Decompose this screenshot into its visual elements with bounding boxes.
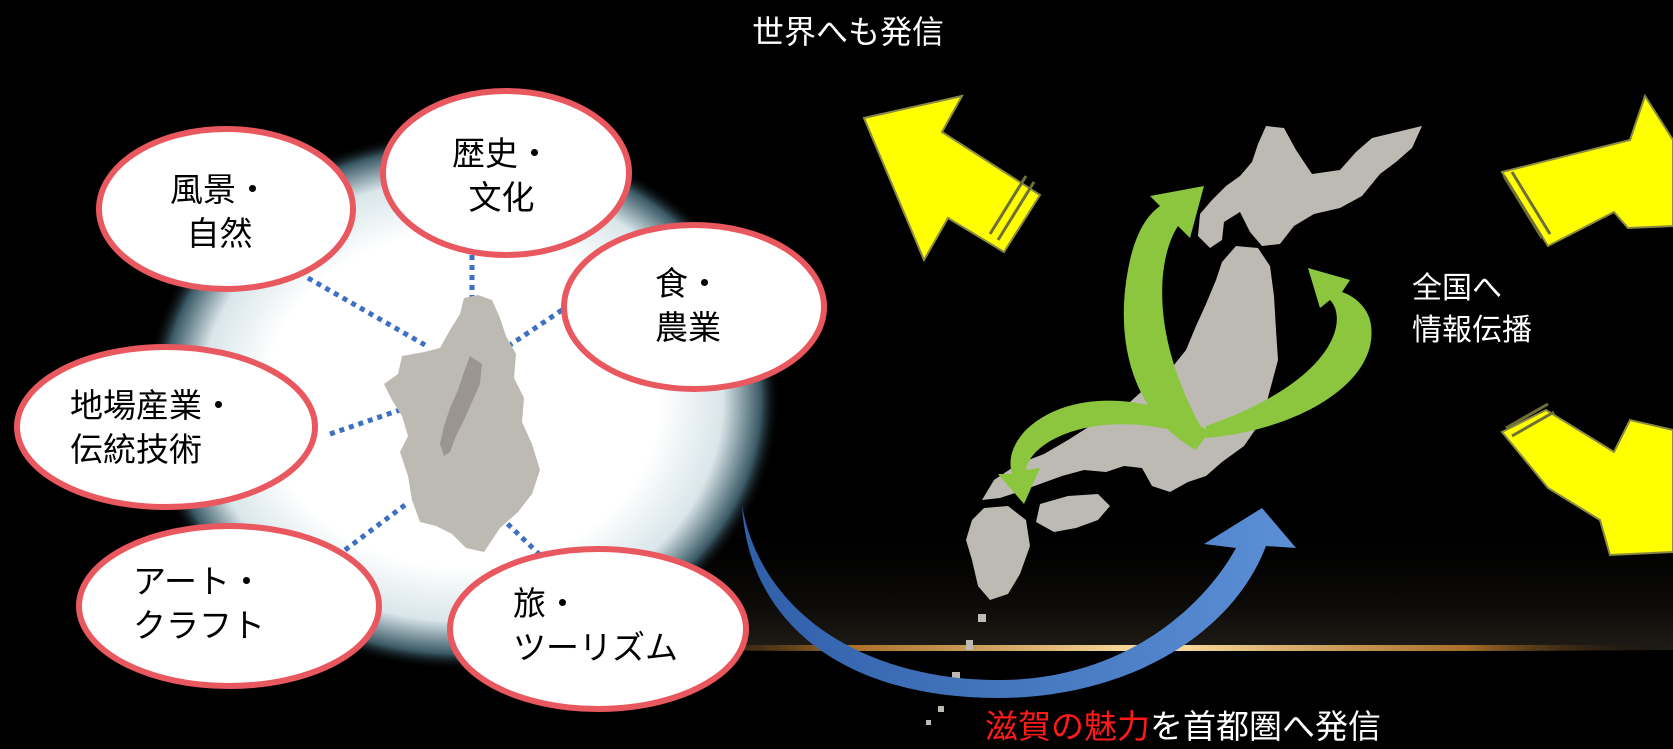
green-arrow-northeast <box>1206 268 1372 438</box>
green-arrow-west <box>998 400 1212 504</box>
theme-jiba-line2: 伝統技術 <box>70 430 202 469</box>
hokkaido <box>1198 126 1422 248</box>
caption-rest: を首都圏へ発信 <box>1150 707 1381 746</box>
island-2 <box>966 640 973 650</box>
yellow-arrow-stripes <box>988 171 1555 438</box>
theme-jiba-line1: 地場産業・ <box>70 386 235 425</box>
blue-arrow-to-capital <box>742 505 1296 698</box>
theme-ellipses <box>14 88 827 712</box>
caption-capital: 滋賀の魅力を首都圏へ発信 <box>985 707 1381 747</box>
theme-fukei: 風景・ 自然 <box>170 168 269 256</box>
caption-highlight: 滋賀の魅力 <box>985 707 1150 746</box>
theme-rekishi: 歴史・ 文化 <box>452 132 551 220</box>
connector-art <box>343 503 407 552</box>
theme-shoku-line2: 農業 <box>655 308 721 347</box>
label-nationwide-line1: 全国へ <box>1412 271 1502 306</box>
island-5 <box>926 720 931 725</box>
theme-art-line2: クラフト <box>133 606 265 645</box>
theme-rekishi-line1: 歴史・ <box>452 134 551 173</box>
theme-jiba: 地場産業・ 伝統技術 <box>70 384 235 472</box>
lake-biwa <box>440 356 482 456</box>
ellipse-rekishi <box>380 88 632 258</box>
island-4 <box>938 706 944 712</box>
green-arrow-north <box>1123 186 1206 450</box>
theme-art-line1: アート・ <box>133 562 264 601</box>
ellipse-tabi <box>447 546 749 712</box>
yellow-arrow-upper-left <box>862 94 1042 263</box>
ellipse-art <box>76 523 382 689</box>
theme-tabi: 旅・ ツーリズム <box>513 582 678 670</box>
kyushu <box>966 506 1030 600</box>
yellow-arrow-upper-right <box>1500 93 1673 248</box>
label-nationwide-line2: 情報伝播 <box>1412 313 1532 348</box>
theme-art: アート・ クラフト <box>133 560 265 648</box>
shikoku <box>1036 494 1110 532</box>
ellipse-shoku <box>561 222 827 392</box>
theme-tabi-line2: ツーリズム <box>513 628 678 667</box>
theme-shoku-line1: 食・ <box>655 264 721 303</box>
green-arrows <box>998 186 1372 504</box>
theme-tabi-line1: 旅・ <box>513 584 579 623</box>
yellow-arrow-lower-right <box>1500 408 1673 557</box>
title-world: 世界へも発信 <box>752 13 945 51</box>
island-3 <box>952 672 960 682</box>
ellipse-fukei <box>96 126 356 292</box>
connector-fukei <box>306 275 427 348</box>
theme-rekishi-line2: 文化 <box>468 178 535 217</box>
theme-fukei-line2: 自然 <box>186 214 253 253</box>
connector-shoku <box>508 307 564 348</box>
theme-shoku: 食・ 農業 <box>655 262 721 350</box>
label-nationwide: 全国へ 情報伝播 <box>1412 268 1532 352</box>
ellipse-jiba <box>14 344 318 510</box>
island-1 <box>978 614 986 622</box>
connector-jiba <box>329 407 401 437</box>
yellow-arrows <box>862 93 1673 557</box>
theme-fukei-line1: 風景・ <box>170 170 269 209</box>
